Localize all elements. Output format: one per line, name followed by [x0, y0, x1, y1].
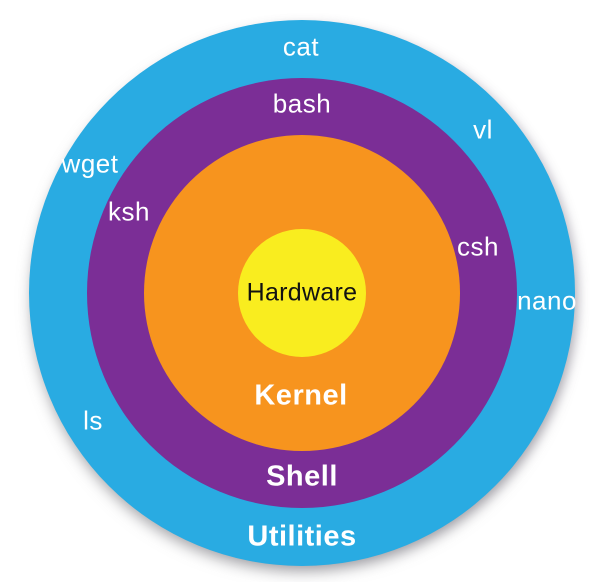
command-label-nano: nano	[517, 285, 577, 316]
shell-label: Shell	[266, 460, 338, 493]
command-label-vl: vl	[473, 114, 493, 145]
command-label-ls: ls	[83, 405, 103, 436]
kernel-label: Kernel	[254, 379, 348, 412]
command-label-bash: bash	[272, 88, 332, 119]
utilities-label: Utilities	[247, 520, 357, 553]
hardware-label: Hardware	[246, 278, 358, 307]
command-label-ksh: ksh	[108, 196, 150, 227]
hardware-core-circle	[238, 229, 366, 357]
command-label-csh: csh	[457, 231, 499, 262]
command-label-cat: cat	[282, 31, 320, 62]
command-label-wget: wget	[61, 148, 119, 179]
